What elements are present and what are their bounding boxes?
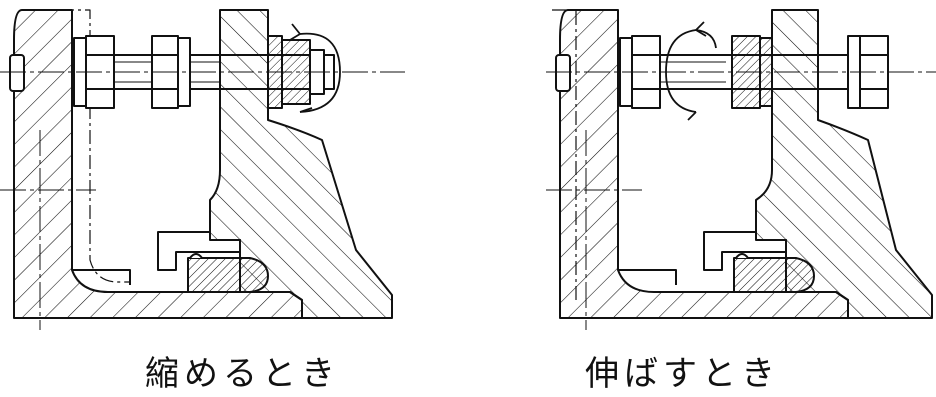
right-bracket xyxy=(209,9,393,319)
right-bracket xyxy=(755,9,933,319)
bolt-end-left xyxy=(555,54,571,92)
bracket-phantom xyxy=(60,9,130,283)
seal-housing xyxy=(703,231,787,271)
bolt-end-left xyxy=(9,54,25,92)
seal-housing xyxy=(157,231,241,271)
seal-ring xyxy=(733,257,815,293)
seal-ring xyxy=(187,257,269,293)
bracket-phantom xyxy=(552,9,577,300)
diagram-extend xyxy=(546,0,936,330)
rotation-arrow xyxy=(289,23,341,113)
rotation-arrow xyxy=(665,21,717,121)
caption-contract: 縮めるとき xyxy=(145,354,340,394)
caption-extend: 伸ばすとき xyxy=(585,354,780,394)
diagram-contract xyxy=(0,0,405,330)
